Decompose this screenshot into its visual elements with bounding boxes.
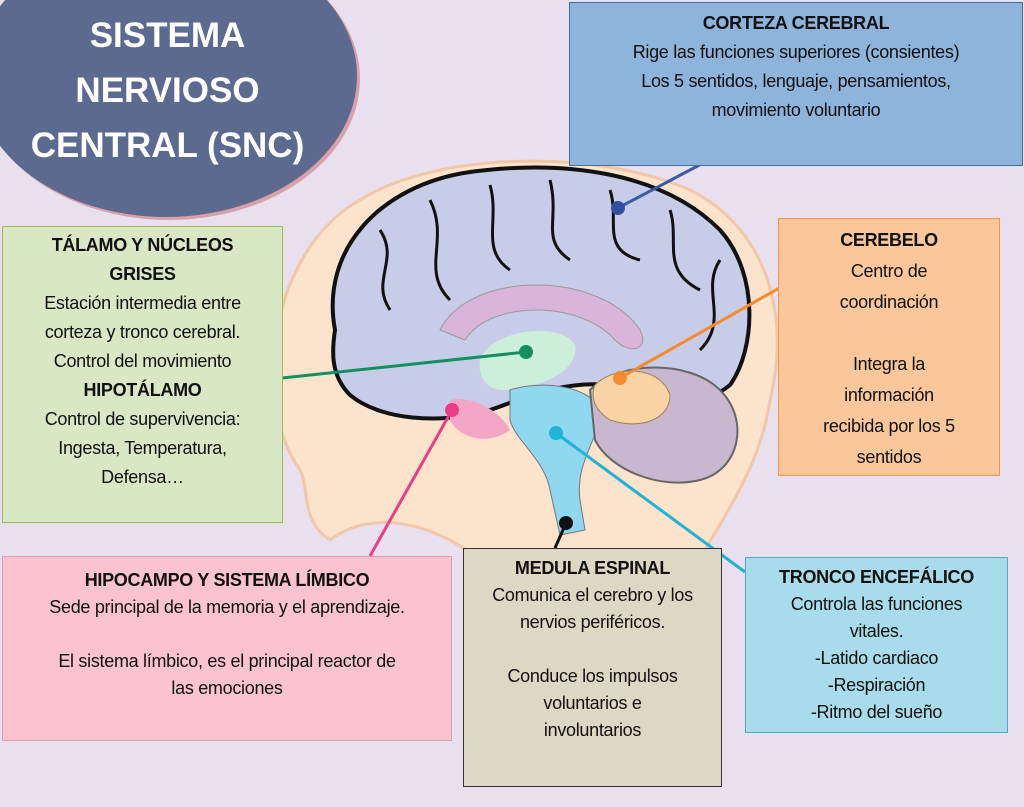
corteza-line: Rige las funciones superiores (consiente… — [632, 42, 960, 62]
limbic — [450, 399, 510, 439]
pointer-talamo — [281, 350, 527, 380]
medula-line: Conduce los impulsos — [507, 666, 678, 686]
talamo-heading: TÁLAMO Y NÚCLEOS GRISES — [51, 235, 234, 284]
pointer-dot-cerebelo — [613, 371, 627, 385]
hipotalamo-line: Control de supervivencia: — [44, 409, 241, 429]
cerebelo-heading: CEREBELO — [840, 230, 938, 250]
medula-line — [464, 636, 721, 663]
cerebelo-line: Centro de — [850, 261, 928, 281]
hipotalamo-line: Defensa… — [101, 467, 184, 487]
pointer-dot-hipocampo — [445, 403, 459, 417]
medula-heading: MEDULA ESPINAL — [514, 558, 671, 578]
medula-line: Comunica el cerebro y los — [492, 585, 693, 605]
cerebelo-box: CEREBELO Centro de coordinación Integra … — [778, 218, 1000, 476]
hipocampo-box: HIPOCAMPO Y SISTEMA LÍMBICO Sede princip… — [2, 556, 452, 741]
hipotalamo-line: Ingesta, Temperatura, — [58, 438, 227, 458]
talamo-line: Control del movimiento — [53, 351, 232, 371]
tronco-box: TRONCO ENCEFÁLICO Controla las funciones… — [745, 557, 1008, 733]
thalamus — [479, 330, 576, 390]
talamo-line: corteza y tronco cerebral. — [44, 322, 241, 342]
medula-line: involuntarios — [543, 720, 642, 740]
medula-line: voluntarios e — [543, 693, 642, 713]
pointer-dot-talamo — [519, 345, 533, 359]
page-title: SISTEMA NERVIOSO CENTRAL (SNC) — [0, 8, 335, 173]
talamo-line: Estación intermedia entre — [44, 293, 241, 313]
pointer-dot-corteza — [611, 201, 625, 215]
hipotalamo-heading: HIPOTÁLAMO — [83, 380, 202, 400]
tronco-line: -Ritmo del sueño — [810, 702, 943, 722]
pointer-cerebelo — [619, 280, 791, 380]
tronco-line: -Respiración — [827, 675, 926, 695]
cerebelo-line: sentidos — [856, 447, 922, 467]
tronco-line: Controla las funciones — [790, 594, 963, 614]
cerebelo-line — [779, 318, 999, 349]
hipocampo-line: El sistema límbico, es el principal reac… — [58, 651, 396, 671]
cerebelo-line: recibida por los 5 — [823, 416, 955, 436]
brainstem — [509, 384, 601, 536]
title-line: NERVIOSO — [75, 71, 260, 110]
brain-folds — [378, 179, 722, 352]
hipocampo-heading: HIPOCAMPO Y SISTEMA LÍMBICO — [84, 570, 370, 590]
tronco-line: vitales. — [849, 621, 904, 641]
corpus-callosum — [439, 284, 644, 350]
cerebelo-line: Integra la — [852, 354, 926, 374]
corteza-box: CORTEZA CEREBRAL Rige las funciones supe… — [569, 2, 1023, 166]
title-line: CENTRAL (SNC) — [30, 126, 305, 165]
title-ellipse: SISTEMA NERVIOSO CENTRAL (SNC) — [0, 0, 357, 217]
talamo-box: TÁLAMO Y NÚCLEOS GRISES Estación interme… — [2, 226, 283, 523]
cerebelo-line: coordinación — [839, 292, 939, 312]
medula-line: nervios periféricos. — [519, 612, 666, 632]
title-line: SISTEMA — [89, 16, 246, 55]
hipocampo-line: Sede principal de la memoria y el aprend… — [49, 597, 405, 617]
hipocampo-line: las emociones — [171, 678, 283, 698]
corteza-heading: CORTEZA CEREBRAL — [702, 13, 890, 33]
hipocampo-line — [3, 621, 451, 648]
corteza-line: movimiento voluntario — [711, 100, 881, 120]
cerebellum-highlight — [592, 370, 671, 425]
tronco-heading: TRONCO ENCEFÁLICO — [779, 567, 974, 587]
pointer-hipocampo — [368, 409, 454, 557]
tronco-line: -Latido cardiaco — [814, 648, 939, 668]
cerebelo-line: información — [844, 385, 934, 405]
medula-box: MEDULA ESPINAL Comunica el cerebro y los… — [463, 548, 722, 787]
corteza-line: Los 5 sentidos, lenguaje, pensamientos, — [641, 71, 951, 91]
pointer-dot-medula — [559, 516, 573, 530]
pointer-dot-tronco — [549, 426, 563, 440]
